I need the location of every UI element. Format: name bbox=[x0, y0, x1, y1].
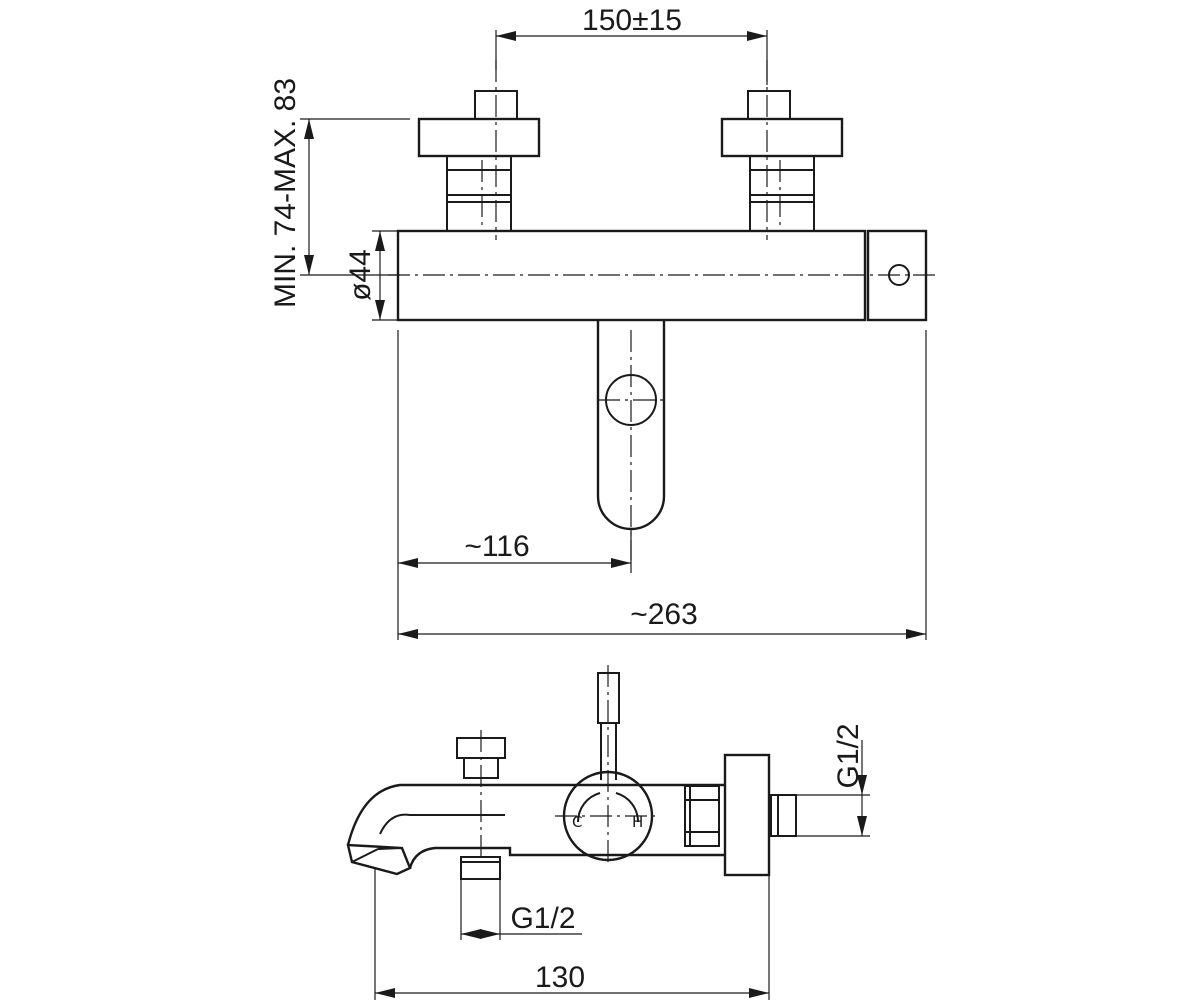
wall-flange bbox=[723, 753, 771, 877]
left-wall-flange bbox=[417, 117, 541, 158]
dim-overall: ~263 bbox=[398, 598, 926, 639]
lever-handle bbox=[596, 320, 666, 560]
dim-spacing: 150±15 bbox=[495, 4, 768, 85]
right-connector bbox=[720, 60, 844, 240]
dim-outlet-thread-label: G1/2 bbox=[510, 902, 575, 935]
left-connector bbox=[417, 60, 541, 240]
dim-projection: MIN. 74-MAX. 83 bbox=[269, 78, 410, 308]
right-wall-flange bbox=[720, 117, 844, 158]
diverter-knob bbox=[456, 730, 506, 860]
dim-diameter: ø44 bbox=[344, 230, 398, 321]
side-lever bbox=[597, 665, 620, 865]
dim-spout-offset-label: ~116 bbox=[464, 530, 529, 563]
dim-side-depth-label: 130 bbox=[535, 961, 585, 994]
dim-overall-label: ~263 bbox=[630, 598, 698, 631]
dim-spout-offset: ~116 bbox=[398, 530, 631, 568]
bottom-outlet bbox=[460, 856, 501, 940]
dim-diameter-label: ø44 bbox=[344, 249, 377, 301]
dim-spacing-label: 150±15 bbox=[582, 4, 682, 37]
cold-mark: C bbox=[572, 813, 582, 831]
dim-outlet-thread: G1/2 bbox=[461, 902, 582, 939]
front-view: 150±15 MIN. 74-MAX. 83 ø44 bbox=[269, 4, 938, 640]
hot-mark: H bbox=[632, 813, 643, 831]
hex-nut bbox=[684, 785, 720, 847]
dim-inlet-thread-label: G1/2 bbox=[832, 723, 865, 788]
dim-inlet-thread: G1/2 bbox=[796, 723, 870, 837]
side-view: C H G1/2 bbox=[346, 665, 870, 1000]
dim-projection-label: MIN. 74-MAX. 83 bbox=[269, 78, 302, 308]
inlet-connector bbox=[770, 794, 797, 837]
mixer-body bbox=[388, 229, 938, 322]
temperature-dial: C H bbox=[555, 770, 660, 862]
spout bbox=[346, 783, 724, 876]
dim-side-depth: 130 bbox=[374, 868, 770, 1000]
